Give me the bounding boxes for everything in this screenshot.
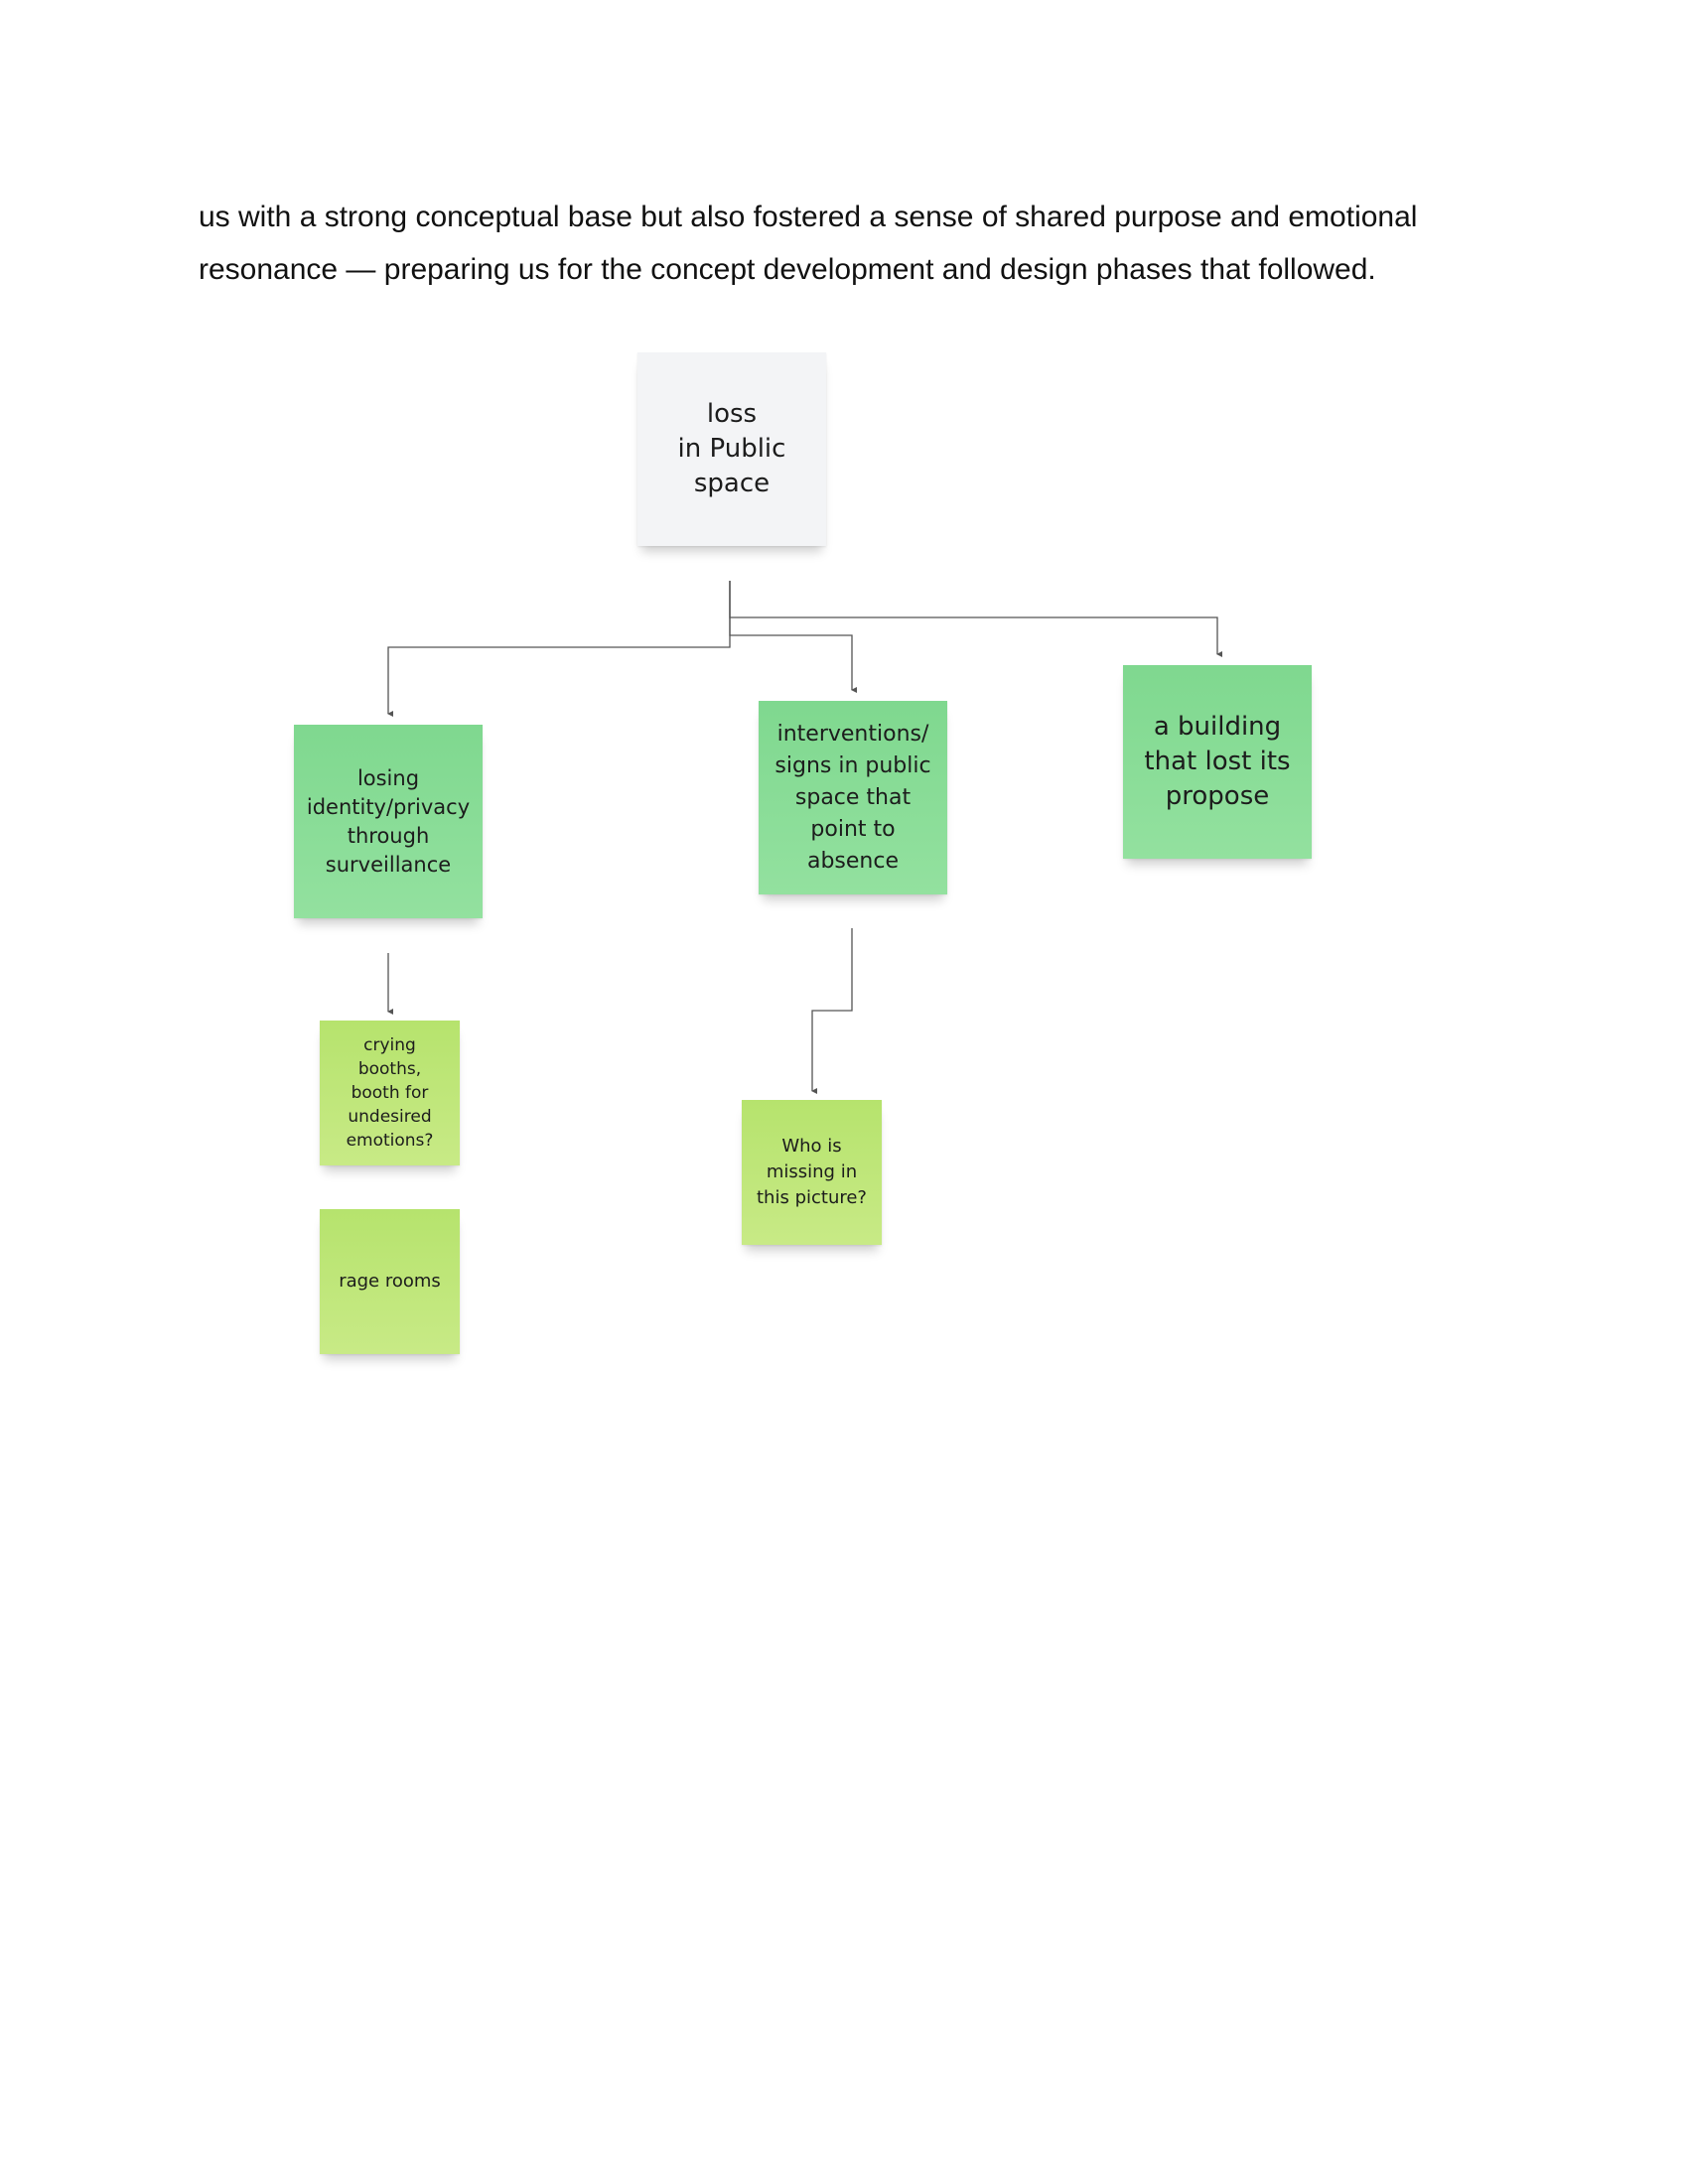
root-note-text: loss in Public space bbox=[677, 399, 786, 498]
connector-root-to-interventions bbox=[729, 581, 857, 693]
building-sticky-note[interactable]: a building that lost its propose bbox=[1123, 665, 1312, 859]
interventions-note-text: interventions/ signs in public space tha… bbox=[774, 721, 931, 874]
rage-rooms-sticky-note[interactable]: rage rooms bbox=[320, 1209, 460, 1354]
body-paragraph: us with a strong conceptual base but als… bbox=[199, 191, 1489, 296]
who-missing-sticky-note[interactable]: Who is missing in this picture? bbox=[742, 1100, 882, 1245]
building-note-text: a building that lost its propose bbox=[1144, 712, 1291, 811]
paragraph-line-2: resonance — preparing us for the concept… bbox=[199, 253, 1376, 286]
paragraph-line-1: us with a strong conceptual base but als… bbox=[199, 201, 1418, 233]
interventions-sticky-note[interactable]: interventions/ signs in public space tha… bbox=[759, 701, 947, 894]
who-missing-note-text: Who is missing in this picture? bbox=[757, 1136, 867, 1208]
crying-booths-sticky-note[interactable]: crying booths, booth for undesired emoti… bbox=[320, 1021, 460, 1165]
connector-interventions-to-who-missing bbox=[811, 928, 853, 1094]
surveillance-sticky-note[interactable]: losing identity/privacy through surveill… bbox=[294, 725, 483, 918]
surveillance-note-text: losing identity/privacy through surveill… bbox=[306, 765, 471, 877]
root-sticky-note[interactable]: loss in Public space bbox=[637, 352, 826, 546]
connector-root-to-building bbox=[729, 581, 1222, 657]
rage-rooms-note-text: rage rooms bbox=[339, 1271, 441, 1292]
connector-root-to-surveillance bbox=[387, 581, 731, 717]
crying-booths-note-text: crying booths, booth for undesired emoti… bbox=[346, 1035, 434, 1151]
